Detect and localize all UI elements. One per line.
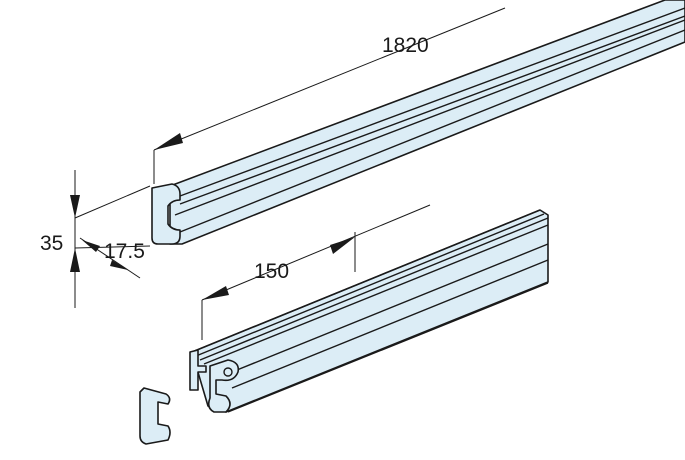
lower-rail-profile xyxy=(189,209,549,413)
upper-rail-profile xyxy=(151,0,685,245)
dimension-label-length-short: 150 xyxy=(254,260,289,283)
dimension-1820: 1820 xyxy=(153,7,506,184)
dimension-150: 150 xyxy=(201,204,431,340)
dimension-35: 35 xyxy=(40,170,151,308)
dimension-17-5: 17.5 xyxy=(79,237,145,279)
end-cap xyxy=(139,387,171,445)
dimension-label-height: 35 xyxy=(40,232,63,255)
dimension-label-length-long: 1820 xyxy=(382,34,429,57)
dimension-label-width: 17.5 xyxy=(104,240,145,263)
